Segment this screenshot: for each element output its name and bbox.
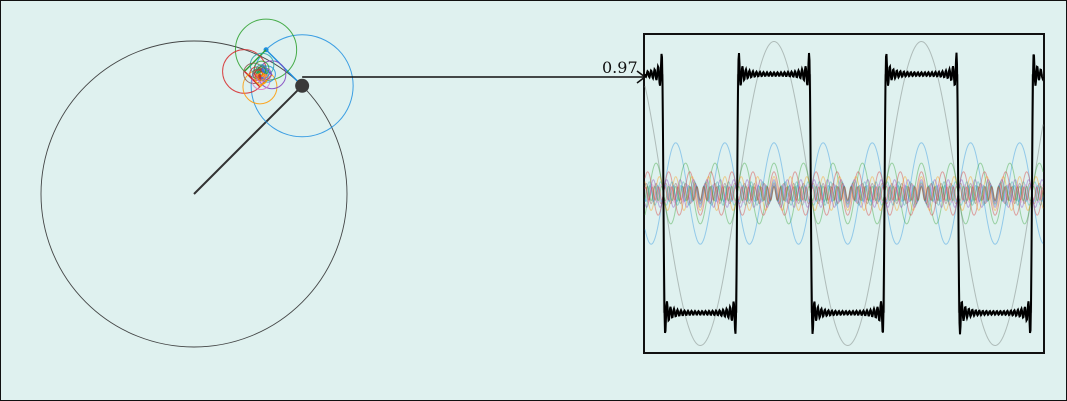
harmonic-wave [644,175,1044,212]
tip-dot [295,78,310,93]
harmonic-circle [254,69,263,79]
harmonic-wave [644,142,1044,245]
harmonic-circle [256,66,267,76]
harmonic-circle [250,34,354,138]
harmonic-wave [644,41,1044,346]
value-readout: 0.97 [602,58,638,77]
waveform-plot-frame [643,33,1045,354]
waveform-plot [644,41,1044,346]
harmonic-wave [644,185,1044,202]
main-circle [40,40,348,348]
harmonic-wave [644,184,1044,203]
main-radius-arm [193,85,303,195]
harmonic-wave [644,183,1044,204]
partial-sum-wave [644,52,1044,335]
harmonic-wave [644,181,1044,206]
harmonic-wave [644,182,1044,205]
harmonic-arm [260,73,265,78]
epicycle-group [40,18,354,348]
harmonic-wave [644,171,1044,216]
harmonic-wave [644,179,1044,208]
harmonic-wave [644,162,1044,225]
harmonic-circle [257,72,266,81]
harmonic-wave [644,185,1044,202]
